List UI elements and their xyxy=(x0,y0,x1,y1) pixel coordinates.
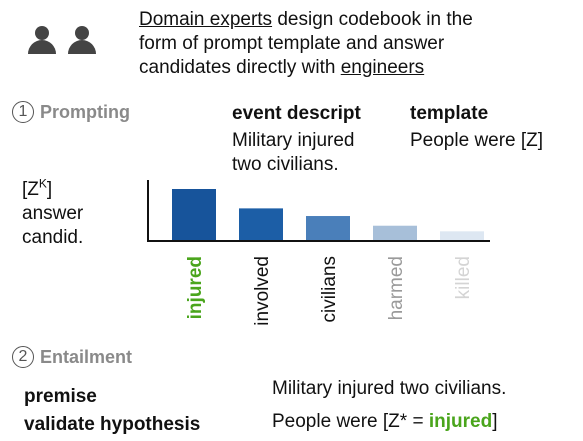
expert-person-icon xyxy=(28,26,56,54)
bar-label-killed: killed xyxy=(453,256,474,299)
template-text: People were [Z] xyxy=(410,130,544,151)
bar-civilians xyxy=(306,216,350,240)
engineers-link: engineers xyxy=(340,57,425,78)
intro-line3: candidates directly with xyxy=(139,57,341,78)
answer-label-line3: candid. xyxy=(22,227,84,248)
template-header: template xyxy=(410,103,489,124)
bar-killed xyxy=(440,231,484,240)
bar-label-injured: injured xyxy=(185,256,206,319)
z-close: ] xyxy=(46,179,53,200)
bar-harmed xyxy=(373,225,417,240)
answer-label-line2: answer xyxy=(22,203,84,224)
bar-involved xyxy=(239,208,283,240)
hypothesis-answer: injured xyxy=(428,411,493,432)
hypothesis-text: People were [Z* = injured] xyxy=(272,410,497,434)
z-symbol: [Z xyxy=(22,179,39,200)
event-description-header: event descript xyxy=(232,103,361,124)
intro-line2: form of prompt template and answer xyxy=(139,33,445,54)
event-line2: two civilians. xyxy=(232,154,339,175)
premise-label: premise xyxy=(24,386,97,407)
hypothesis-suffix: ] xyxy=(492,411,498,432)
bar-injured xyxy=(172,189,216,240)
z-superscript: K xyxy=(38,176,47,191)
premise-text: Military injured two civilians. xyxy=(272,378,507,399)
step-prompting: 1 Prompting xyxy=(12,101,130,123)
engineer-person-icon xyxy=(68,26,96,54)
step-label-prompting: Prompting xyxy=(40,101,130,122)
event-line1: Military injured xyxy=(232,130,355,151)
step-entailment: 2 Entailment xyxy=(12,346,132,368)
step-number-2: 2 xyxy=(12,346,34,368)
step-label-entailment: Entailment xyxy=(40,346,133,367)
step-number-1: 1 xyxy=(12,101,34,123)
bar-label-involved: involved xyxy=(252,256,273,326)
intro-text: Domain experts design codebook in the fo… xyxy=(139,8,579,80)
intro-line1: design codebook in the xyxy=(272,9,473,30)
bar-label-harmed: harmed xyxy=(386,256,407,320)
event-description: Military injured two civilians. xyxy=(232,129,354,177)
answer-candidates-label: [ZK] answer candid. xyxy=(22,178,83,250)
domain-experts-link: Domain experts xyxy=(139,9,273,30)
hypothesis-label: validate hypothesis xyxy=(24,414,201,435)
hypothesis-prefix: People were [Z* = xyxy=(272,411,429,432)
bar-label-civilians: civilians xyxy=(319,256,340,323)
